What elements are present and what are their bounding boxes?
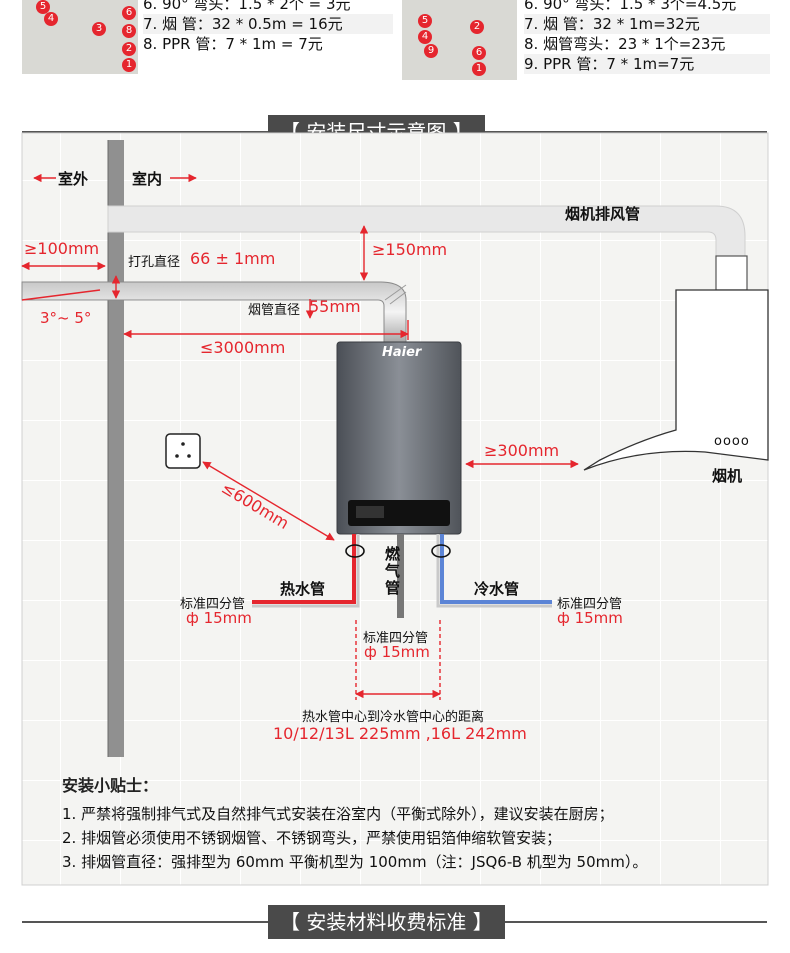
tip-item: 2. 排烟管必须使用不锈钢烟管、不锈钢弯头，严禁使用铝箔伸缩软管安装； xyxy=(62,829,562,847)
badge: 4 xyxy=(44,12,58,26)
dim-300mm: ≥300mm xyxy=(484,441,560,460)
badge: 9 xyxy=(424,44,438,58)
label-std-pipe-gas: 标准四分管 xyxy=(363,631,429,646)
label-center-distance: 热水管中心到冷水管中心的距离 xyxy=(302,710,485,725)
dim-150mm: ≥150mm xyxy=(372,240,448,259)
badge: 4 xyxy=(418,30,432,44)
value-drill-diameter: 66 ± 1mm xyxy=(190,249,276,268)
label-hood-exhaust-pipe: 烟机排风管 xyxy=(565,205,641,223)
badge: 2 xyxy=(122,42,136,56)
label-hood: 烟机 xyxy=(712,467,743,485)
badge: 8 xyxy=(122,24,136,38)
label-hot-water-pipe: 热水管 xyxy=(280,580,326,598)
badge: 6 xyxy=(122,6,136,20)
price-item: 7. 烟 管：32 * 0.5m = 16元 xyxy=(143,14,393,34)
label-slope: 3°~ 5° xyxy=(40,309,92,327)
price-list-right: 6. 90° 弯头：1.5 * 3个=4.5元 7. 烟 管：32 * 1m=3… xyxy=(524,0,770,74)
badge: 5 xyxy=(36,0,50,14)
price-item: 7. 烟 管：32 * 1m=32元 xyxy=(524,14,770,34)
dia-cold-pipe: ф 15mm xyxy=(557,609,623,627)
hood-button-dots: oooo xyxy=(714,434,750,449)
dim-100mm: ≥100mm xyxy=(24,239,100,258)
heater-brand-logo: Haier xyxy=(382,345,422,360)
range-hood xyxy=(583,289,769,471)
price-item: 6. 90° 弯头：1.5 * 3个=4.5元 xyxy=(524,0,737,13)
product-thumbnail-right: 5 4 2 9 6 1 xyxy=(402,0,517,80)
price-item: 6. 90° 弯头：1.5 * 2个 = 3元 xyxy=(143,0,351,13)
tips-title: 安装小贴士： xyxy=(62,776,159,795)
product-thumbnail-left: 5 4 6 3 8 2 1 xyxy=(22,0,138,74)
label-gas-pipe: 燃气管 xyxy=(385,545,401,597)
wall xyxy=(108,140,124,757)
badge: 3 xyxy=(92,22,106,36)
badge: 2 xyxy=(470,20,484,34)
price-item: 9. PPR 管：7 * 1m=7元 xyxy=(524,54,770,74)
label-drill-diameter: 打孔直径 xyxy=(128,255,181,270)
dia-gas-pipe: ф 15mm xyxy=(364,643,430,661)
value-flue-diameter: 55mm xyxy=(309,297,361,316)
tip-item: 1. 严禁将强制排气式及自然排气式安装在浴室内（平衡式除外），建议安装在厨房； xyxy=(62,805,614,823)
price-item: 8. PPR 管：7 * 1m = 7元 xyxy=(143,35,323,53)
label-outdoor: 室外 xyxy=(58,170,89,188)
label-indoor: 室内 xyxy=(132,170,163,188)
dim-3000mm: ≤3000mm xyxy=(200,338,286,357)
dia-hot-pipe: ф 15mm xyxy=(186,609,252,627)
badge: 6 xyxy=(472,46,486,60)
gas-pipe xyxy=(397,534,404,618)
price-item: 8. 烟管弯头：23 * 1个=23元 xyxy=(524,35,726,53)
label-std-pipe-cold: 标准四分管 xyxy=(557,597,623,612)
section-title-material-fees: 【 安装材料收费标准 】 xyxy=(268,905,505,939)
power-socket xyxy=(165,433,201,469)
label-std-pipe-hot: 标准四分管 xyxy=(180,597,246,612)
tip-item: 3. 排烟管直径：强排型为 60mm 平衡机型为 100mm（注：JSQ6-B … xyxy=(62,853,648,871)
badge: 1 xyxy=(472,62,486,76)
badge: 1 xyxy=(122,58,136,72)
label-cold-water-pipe: 冷水管 xyxy=(474,580,520,598)
price-list-left: 6. 90° 弯头：1.5 * 2个 = 3元 7. 烟 管：32 * 0.5m… xyxy=(143,0,393,54)
value-center-distance: 10/12/13L 225mm ,16L 242mm xyxy=(273,724,527,743)
label-flue-diameter: 烟管直径 xyxy=(248,303,301,318)
badge: 5 xyxy=(418,14,432,28)
